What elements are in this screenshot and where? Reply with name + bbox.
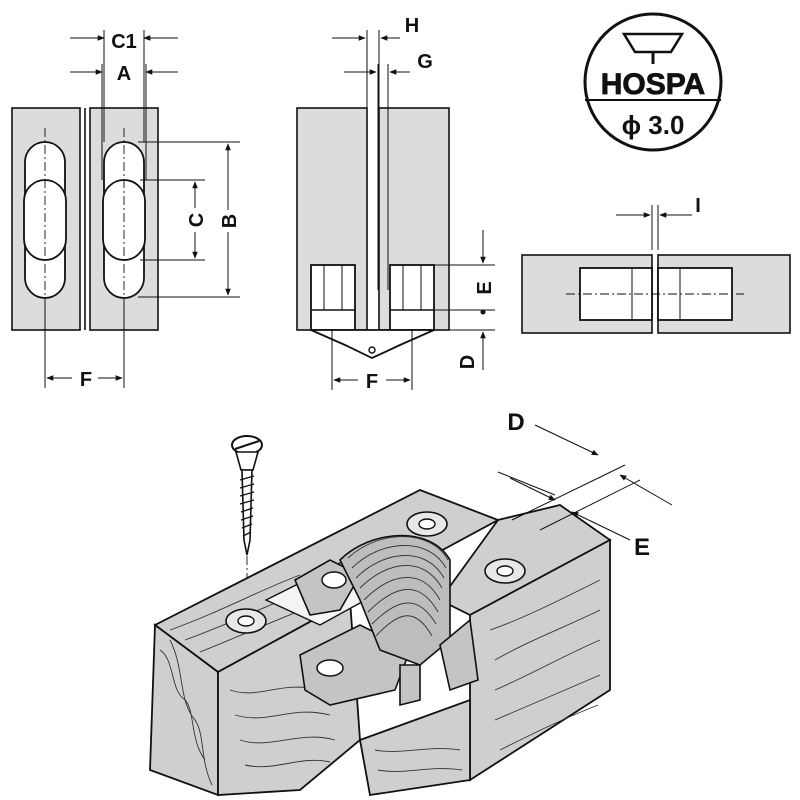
front-view: C1 A B C F (11, 30, 241, 391)
hinge-mechanism (293, 534, 479, 707)
screw (231, 435, 263, 620)
label-B: B (219, 214, 241, 228)
hospa-logo: HOSPA ϕ 3.0 (583, 12, 723, 152)
label-G: G (417, 51, 433, 73)
hinge-cutout-right (102, 128, 146, 312)
label-I: I (695, 195, 701, 217)
label-C: C (186, 213, 208, 227)
hinge-body-left (310, 264, 356, 331)
hinge-body-right (389, 264, 435, 331)
wood-block-right (358, 504, 612, 797)
label-A: A (117, 63, 131, 85)
section-view: H G E D F (296, 15, 496, 393)
label-F-front: F (80, 369, 92, 391)
label-F-section: F (366, 371, 378, 393)
label-C1: C1 (111, 31, 137, 53)
isometric-view: D E (149, 409, 673, 797)
logo-brand: HOSPA (601, 68, 705, 101)
label-D-section: D (457, 355, 479, 369)
label-E-section: E (474, 281, 496, 294)
label-H: H (405, 15, 419, 37)
iso-dimensions: D E (497, 409, 673, 561)
label-E-iso: E (634, 534, 650, 561)
hinge-cutout-left (23, 128, 67, 312)
hinge-knuckle (310, 329, 435, 359)
top-view: I (521, 195, 791, 334)
logo-size: ϕ 3.0 (622, 110, 685, 140)
screw-head-icon (621, 32, 685, 54)
label-D-iso: D (507, 409, 524, 436)
